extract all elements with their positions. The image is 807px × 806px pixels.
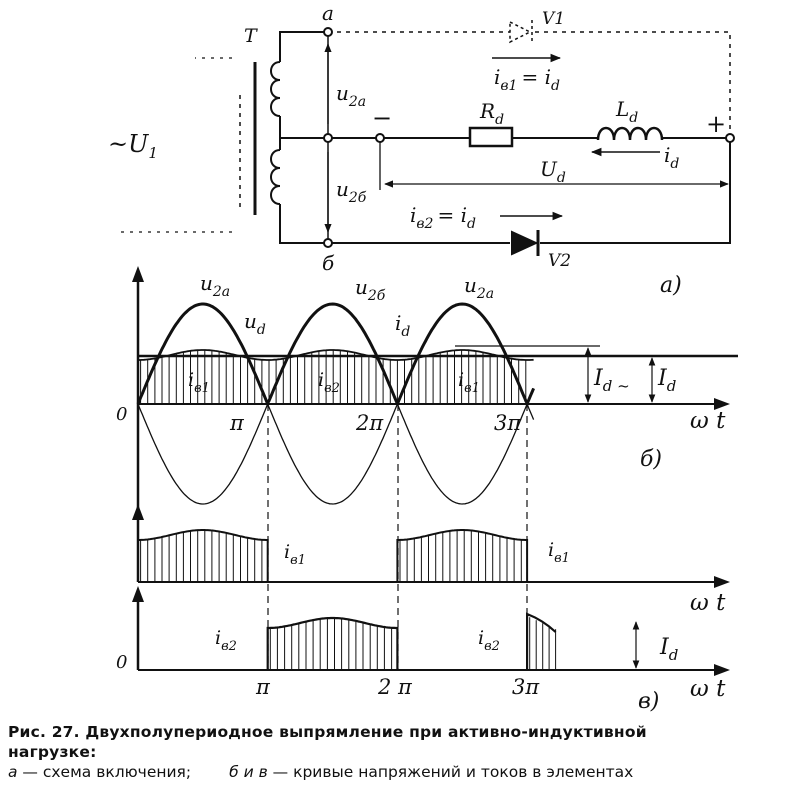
secondary-coil-upper <box>270 61 281 117</box>
label-b-2pi: 2π <box>355 411 384 435</box>
terminal-a <box>323 27 333 37</box>
caption-a-text: — схема включения; <box>17 763 192 781</box>
wire-center-tap <box>279 116 329 140</box>
terminal-minus <box>375 133 385 143</box>
label-b-Id: Id <box>657 366 676 395</box>
secondary-coil-lower <box>270 149 281 205</box>
caption-line-3: а — схема включения; б и в — кривые напря… <box>8 762 800 782</box>
label-ud: Ud <box>540 157 566 186</box>
label-v-iv2-2: iв2 <box>478 627 500 654</box>
label-b-u2a-1: u2а <box>200 271 230 300</box>
plot-b-y-arrow <box>132 266 144 282</box>
label-b-u2a-2: u2а <box>464 273 494 302</box>
label-v-3pi: 3π <box>512 675 540 699</box>
label-v-pi: π <box>255 675 271 699</box>
label-b-axis: ω t <box>690 408 726 434</box>
curve-iv2 <box>266 612 557 670</box>
label-rd: Rd <box>479 99 504 128</box>
diode-v1 <box>509 20 533 44</box>
figure: а б T ~U1 u2а u2б V1 V2 iв1= id iв2= id … <box>108 1 738 714</box>
terminal-center <box>323 133 333 143</box>
label-minus: − <box>372 104 392 132</box>
caption-bv-text: — кривые напряжений и токов в элементах <box>267 763 634 781</box>
label-source: ~U1 <box>108 130 158 162</box>
label-iv1: iв1= id <box>494 65 560 94</box>
caption-a-letter: а <box>8 763 18 781</box>
label-v-Id: Id <box>659 635 678 664</box>
plot-v: iв1 iв1 ω t iв2 iв2 Id 0 π 2 π 3π ω t в) <box>116 504 730 714</box>
resistor-rd <box>468 126 514 148</box>
caption-bv-letters: б и в <box>229 763 268 781</box>
wire-bottom-left <box>279 204 328 244</box>
label-b-id: id <box>395 311 410 340</box>
plot-v2-x-arrow <box>714 664 730 676</box>
terminal-plus <box>725 133 735 143</box>
wire-top-rail-right <box>535 31 731 138</box>
plot-v2-hatching <box>269 617 557 670</box>
label-v-axis-top: ω t <box>690 590 726 616</box>
plot-v2-y-arrow <box>132 586 144 602</box>
label-v-zero: 0 <box>116 652 127 673</box>
label-u2a: u2а <box>336 81 366 110</box>
label-v1: V1 <box>542 9 565 29</box>
label-iv2: iв2= id <box>410 203 476 232</box>
label-b-u2b: u2б <box>355 275 386 304</box>
label-v-axis: ω t <box>690 676 726 702</box>
label-plus: + <box>706 110 726 138</box>
plot-b-hatching <box>140 350 527 404</box>
label-panel-a: а) <box>660 273 682 298</box>
curve-iv1 <box>137 529 529 582</box>
circuit-labels: а б T ~U1 u2а u2б V1 V2 iв1= id iв2= id … <box>108 1 726 298</box>
label-v-iv2-1: iв2 <box>215 627 237 654</box>
circuit-diagram <box>120 20 735 256</box>
label-u2b: u2б <box>336 177 367 206</box>
label-v-2pi: 2 π <box>377 675 413 699</box>
label-b-iv2: iв2 <box>318 369 340 396</box>
diode-v2 <box>511 230 540 256</box>
curve-ud <box>136 302 535 407</box>
plot-v1-y-arrow <box>132 504 144 520</box>
terminal-b <box>323 238 333 248</box>
label-b-Id-tilde: Id ~ <box>593 366 630 395</box>
label-node-a: а <box>322 1 334 25</box>
label-b-pi: π <box>229 411 245 435</box>
label-b-iv1-2: iв1 <box>458 369 480 396</box>
caption-line-2: нагрузке: <box>8 743 97 761</box>
label-ld: Ld <box>615 97 638 126</box>
label-node-b: б <box>322 251 335 275</box>
label-id: id <box>664 143 679 172</box>
label-b-panel: б) <box>640 447 662 472</box>
label-transformer: T <box>244 25 258 47</box>
plot-b: u2а u2б u2а ud id iв1 iв2 iв1 Id ~ Id 0 … <box>116 266 738 510</box>
label-b-3pi: 3π <box>494 411 522 435</box>
wire-top-left <box>279 31 328 62</box>
label-v2: V2 <box>548 251 571 271</box>
wire-bottom-rail-right <box>540 138 731 244</box>
plot-b-x-arrow <box>714 398 730 410</box>
inductor-ld <box>596 126 664 141</box>
figure-caption: Рис. 27. Двухполупериодное выпрямление п… <box>8 722 800 782</box>
curve-id <box>138 349 534 361</box>
label-v-iv1-1: iв1 <box>284 541 306 568</box>
label-v-panel: в) <box>638 689 659 714</box>
plot-v1-x-arrow <box>714 576 730 588</box>
plot-v1-hatching <box>140 530 522 582</box>
label-b-ud: ud <box>244 309 266 338</box>
caption-line-1: Рис. 27. Двухполупериодное выпрямление п… <box>8 723 647 741</box>
label-v-iv1-2: iв1 <box>548 539 570 566</box>
label-b-iv1-1: iв1 <box>188 369 210 396</box>
label-b-zero: 0 <box>116 404 127 425</box>
